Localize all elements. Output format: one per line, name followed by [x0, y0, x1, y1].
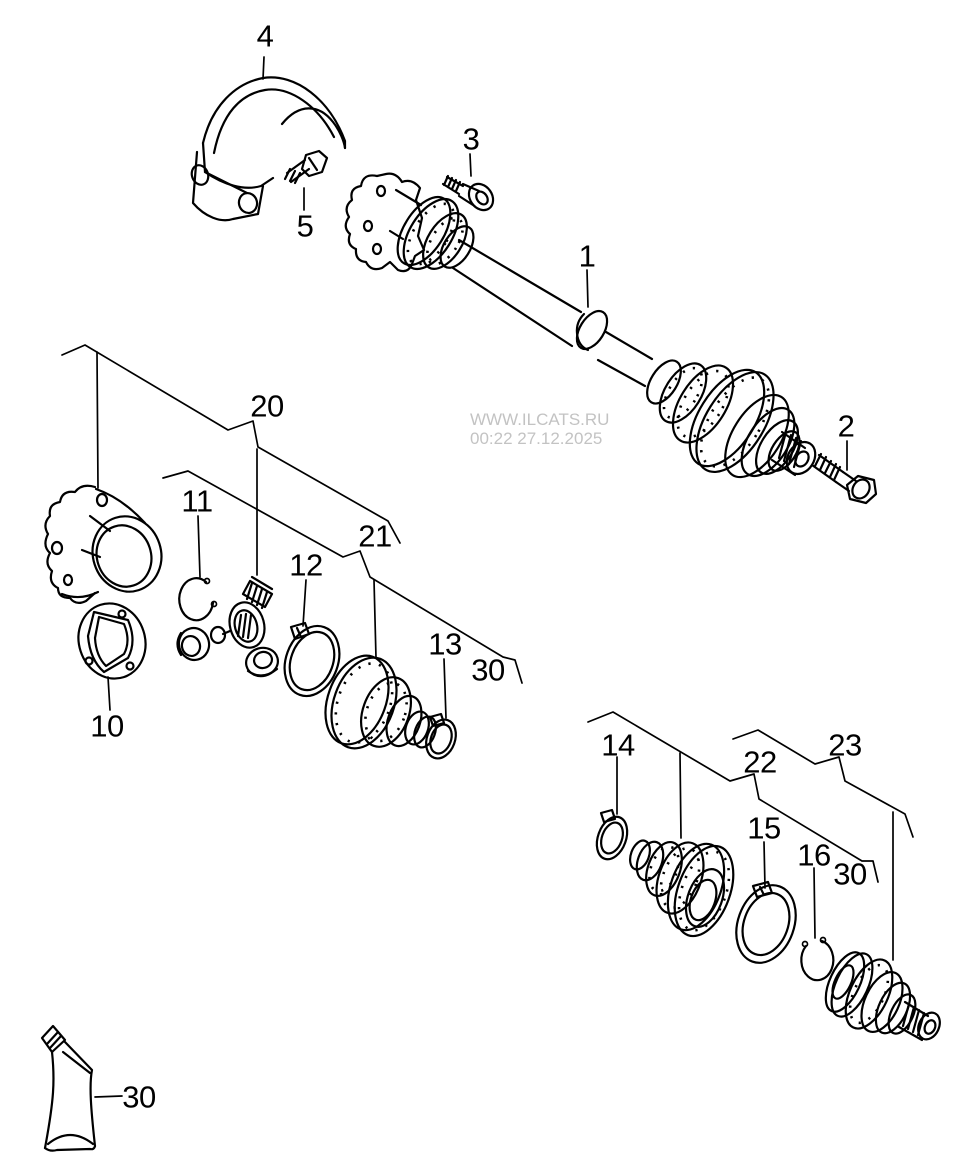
clamp-13-drawing [425, 712, 457, 760]
outer-boot-drawing [629, 839, 735, 938]
callout-23: 23 [828, 727, 862, 763]
tripod-joint-drawing [176, 575, 279, 678]
callout-5: 5 [296, 208, 314, 244]
callout-11: 11 [181, 483, 213, 519]
callout-10: 10 [90, 708, 124, 744]
watermark: WWW.ILCATS.RU 00:22 27.12.2025 [470, 410, 609, 448]
leader-flange [96, 351, 99, 489]
leader-10 [107, 676, 111, 711]
callout-1: 1 [578, 238, 596, 274]
callout-30-tube: 30 [122, 1079, 156, 1115]
clamp-15-drawing [735, 880, 797, 964]
cover-plate-10-drawing [77, 602, 147, 680]
hex-bolt-5-drawing [283, 149, 329, 185]
grease-tube-drawing [40, 1024, 97, 1152]
callout-16: 16 [797, 837, 831, 873]
bracket-group-23 [732, 729, 914, 838]
callout-30-outer-kit: 30 [833, 856, 867, 892]
circlip-11-drawing [178, 577, 218, 622]
leader-13 [443, 658, 447, 719]
leader-12 [302, 579, 307, 627]
clamp-12-drawing [283, 621, 341, 698]
flange-housing-10-drawing [44, 484, 163, 605]
leader-3 [469, 153, 472, 177]
bracket-group-22 [587, 711, 879, 883]
leader-1 [586, 269, 589, 308]
leader-inner-boot [373, 579, 377, 659]
bracket-group-21 [162, 470, 523, 684]
callout-15: 15 [747, 810, 781, 846]
callout-14: 14 [601, 727, 635, 763]
drive-shaft-drawing [344, 172, 817, 479]
circlip-16-drawing [800, 936, 835, 982]
callout-13: 13 [428, 626, 462, 662]
clamp-14-drawing [595, 808, 629, 861]
leader-lines [94, 56, 894, 1098]
watermark-site: WWW.ILCATS.RU [470, 410, 610, 429]
group-brackets [61, 344, 914, 883]
watermark-timestamp: 00:22 27.12.2025 [470, 429, 603, 448]
heat-shield-cover-drawing [190, 76, 347, 222]
callout-12: 12 [289, 547, 323, 583]
callout-20: 20 [250, 388, 284, 424]
leader-16 [813, 867, 816, 939]
bracket-group-20 [61, 344, 401, 544]
callout-21: 21 [358, 518, 392, 554]
leader-4 [262, 56, 265, 80]
leader-30-tube [94, 1095, 123, 1098]
leader-11 [197, 515, 201, 578]
callout-22: 22 [743, 744, 777, 780]
callout-4: 4 [256, 18, 274, 54]
leader-15 [763, 841, 766, 889]
outer-cv-joint-drawing [824, 951, 941, 1042]
callout-3: 3 [462, 121, 480, 157]
socket-screw-3-drawing [441, 174, 495, 212]
leader-outer-boot [679, 752, 682, 839]
callout-2: 2 [837, 408, 855, 444]
hex-bolt-2-drawing [810, 452, 878, 505]
callout-30-inner-kit: 30 [471, 652, 505, 688]
